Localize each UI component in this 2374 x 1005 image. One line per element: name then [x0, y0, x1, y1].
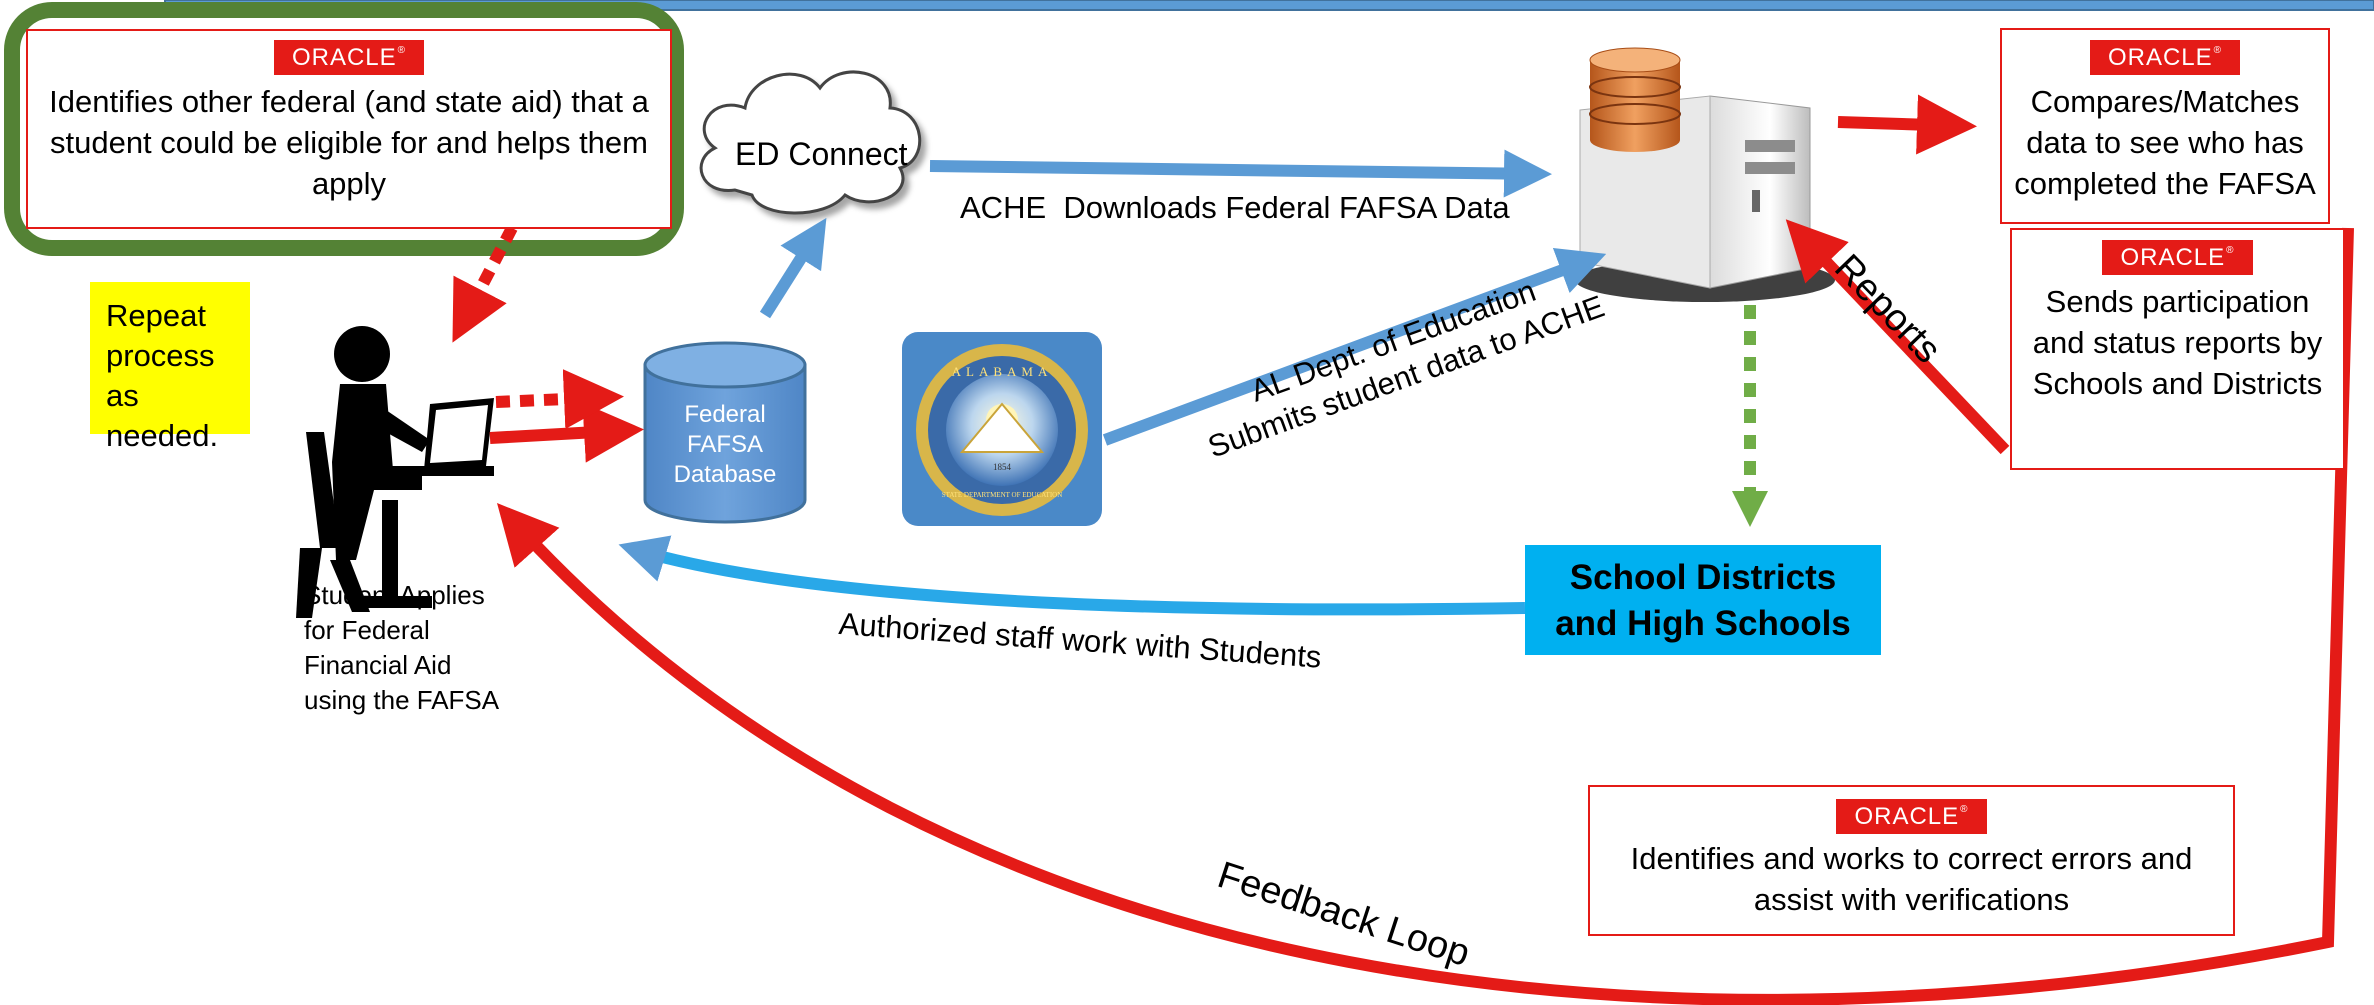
fafsa-database	[643, 341, 807, 524]
database-label: Federal FAFSA Database	[645, 400, 805, 490]
school-districts-box: School Districts and High Schools	[1525, 545, 1881, 655]
database-disks	[1589, 47, 1681, 152]
school-box-line1: School Districts	[1569, 558, 1837, 597]
reports-text: Sends participation and status reports b…	[2032, 284, 2323, 401]
alabama-seal: ALABAMA STATE DEPARTMENT OF EDUCATION 18…	[902, 332, 1102, 526]
arrow-aldept-to-server	[1102, 248, 1607, 446]
errors-text: Identifies and works to correct errors a…	[1630, 841, 2193, 917]
student-caption-line1: Student Applies	[304, 580, 485, 610]
oracle-logo: ORACLE®	[2089, 40, 2241, 75]
arrow-student-dotted-to-db	[495, 369, 624, 430]
arrow-db-to-edconnect	[759, 217, 827, 319]
compare-text: Compares/Matches data to see who has com…	[2014, 84, 2316, 201]
errors-box: ORACLE® Identifies and works to correct …	[1588, 785, 2235, 936]
highlight-frame	[4, 2, 684, 256]
student-icon	[296, 326, 494, 618]
seal-bottom-text: STATE DEPARTMENT OF EDUCATION	[942, 491, 1063, 499]
oracle-logo: ORACLE®	[1836, 799, 1987, 834]
arrow-student-to-db	[489, 402, 644, 463]
student-caption-line4: using the FAFSA	[304, 685, 500, 715]
repeat-note: Repeat process as needed.	[90, 282, 250, 453]
arrow-school-to-student	[618, 535, 1526, 616]
server-icon	[1575, 47, 1835, 302]
school-box-line2: and High Schools	[1555, 604, 1851, 643]
oracle-logo: ORACLE®	[2102, 240, 2253, 275]
database-label-line2: FAFSA	[686, 431, 764, 458]
oracle-logo: ORACLE®	[273, 40, 425, 75]
arrow-server-to-compare	[1837, 94, 1977, 155]
reports-box: ORACLE® Sends participation and status r…	[2010, 228, 2345, 470]
aid-identification-box: ORACLE® Identifies other federal (and st…	[26, 29, 672, 229]
seal-top-text: ALABAMA	[952, 364, 1053, 379]
arrow-feedback-loop	[496, 227, 2354, 1005]
ache-downloads-label: ACHE Downloads Federal FAFSA Data	[960, 190, 1510, 225]
aid-identification-text: Identifies other federal (and state aid)…	[49, 84, 649, 201]
repeat-note-text: Repeat process as needed.	[106, 298, 219, 453]
arrow-ache-download	[929, 149, 1552, 198]
seal-year-text: 1854	[993, 462, 1012, 472]
compare-box: ORACLE® Compares/Matches data to see who…	[2000, 28, 2330, 224]
student-caption-line2: for Federal	[304, 615, 430, 645]
student-caption: Student Applies for Federal Financial Ai…	[304, 578, 499, 718]
arrow-reports-to-server	[1785, 219, 2010, 455]
arrow-aid-to-student	[452, 225, 518, 343]
ed-connect-cloud	[699, 70, 922, 215]
database-label-line3: Database	[673, 461, 777, 488]
database-label-line1: Federal	[684, 401, 766, 428]
student-caption-line3: Financial Aid	[304, 650, 452, 680]
ed-connect-label: ED Connect	[735, 136, 908, 172]
